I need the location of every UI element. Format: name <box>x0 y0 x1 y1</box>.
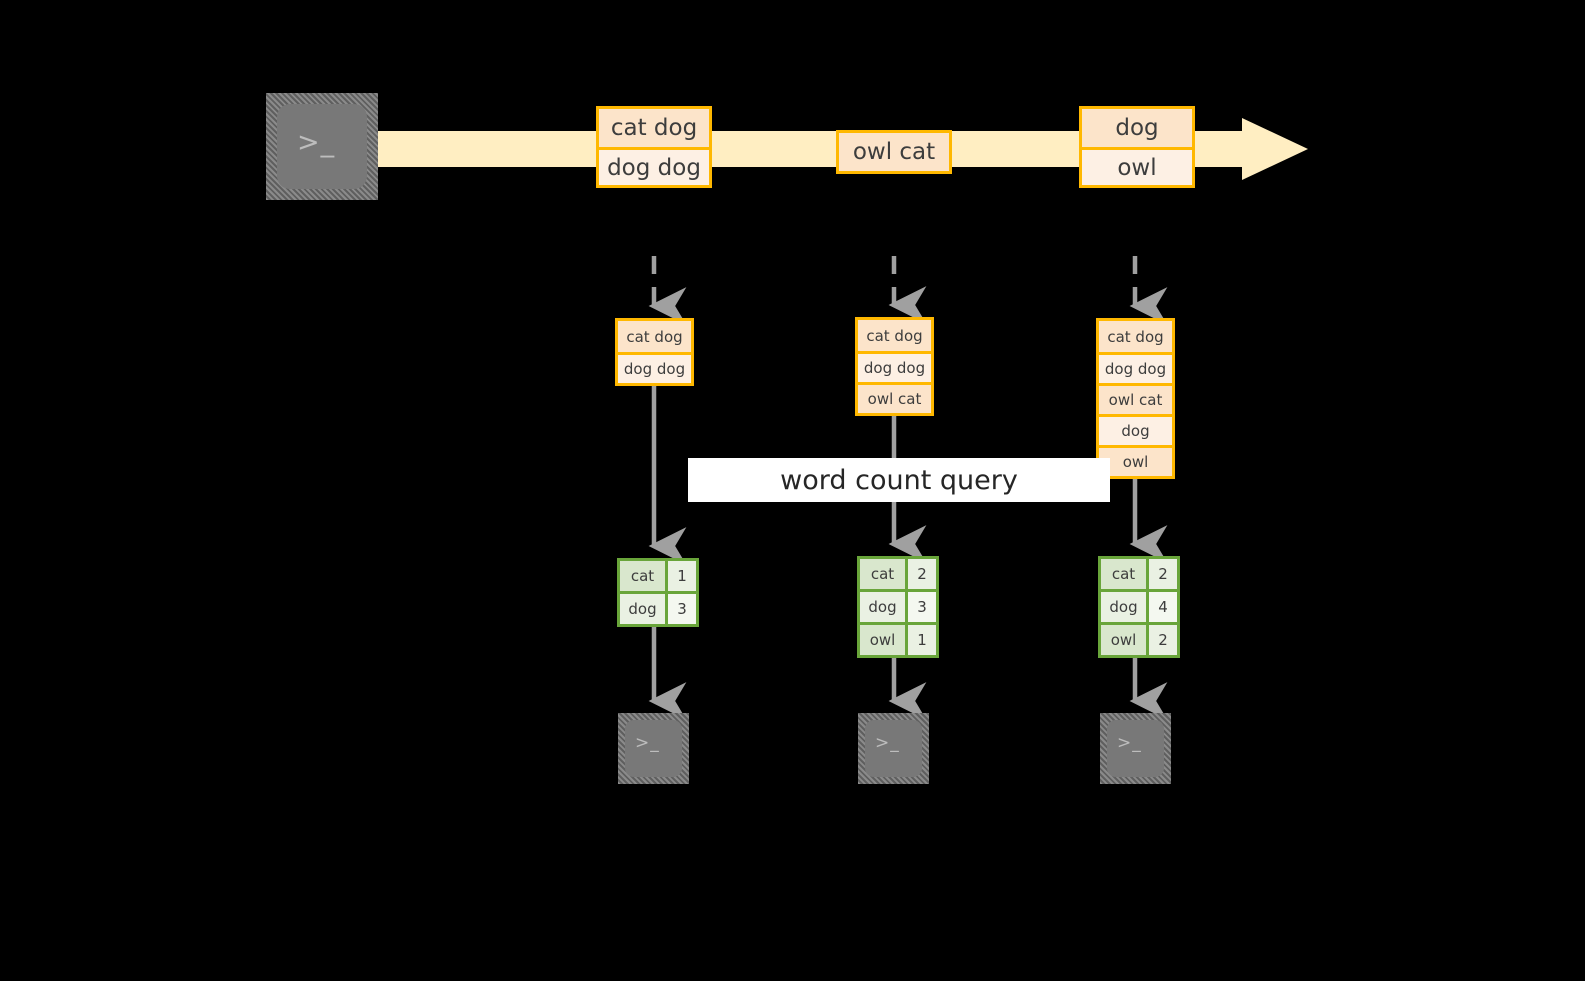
terminal-prompt-glyph: >_ <box>635 733 660 753</box>
result-word: owl <box>1101 625 1149 655</box>
result-word: cat <box>620 561 668 591</box>
terminal-prompt-glyph: >_ <box>875 733 900 753</box>
result-word: cat <box>1101 559 1149 589</box>
table-row: cat 1 <box>620 561 696 591</box>
stack-line: dog dog <box>858 351 931 382</box>
message-line: owl cat <box>839 133 949 171</box>
result-count: 1 <box>908 625 936 655</box>
result-count: 2 <box>1149 625 1177 655</box>
stack-line: owl cat <box>1099 383 1172 414</box>
table-row: dog 3 <box>620 591 696 624</box>
result-count: 2 <box>1149 559 1177 589</box>
query-label-text: word count query <box>780 464 1018 496</box>
result-word: dog <box>1101 592 1149 622</box>
stack-2: cat dog dog dog owl cat <box>855 317 934 416</box>
terminal-prompt-glyph: >_ <box>297 127 336 158</box>
result-word: owl <box>860 625 908 655</box>
source-terminal-icon: >_ <box>266 93 378 200</box>
stack-line: owl <box>1099 445 1172 476</box>
table-row: dog 3 <box>860 589 936 622</box>
table-row: cat 2 <box>1101 559 1177 589</box>
table-row: cat 2 <box>860 559 936 589</box>
result-table-3: cat 2 dog 4 owl 2 <box>1098 556 1180 658</box>
stack-line: cat dog <box>1099 321 1172 352</box>
sink-terminal-icon-3: >_ <box>1100 713 1171 784</box>
sink-terminal-icon-2: >_ <box>858 713 929 784</box>
stream-arrowhead-icon <box>1242 118 1308 180</box>
stack-line: dog dog <box>618 352 691 383</box>
terminal-screen <box>865 720 922 777</box>
result-table-2: cat 2 dog 3 owl 1 <box>857 556 939 658</box>
result-table-1: cat 1 dog 3 <box>617 558 699 627</box>
stack-line: cat dog <box>858 320 931 351</box>
message-line: owl <box>1082 147 1192 185</box>
stack-line: dog dog <box>1099 352 1172 383</box>
table-row: dog 4 <box>1101 589 1177 622</box>
result-count: 3 <box>668 594 696 624</box>
terminal-prompt-glyph: >_ <box>1117 733 1142 753</box>
stack-3: cat dog dog dog owl cat dog owl <box>1096 318 1175 479</box>
result-word: dog <box>620 594 668 624</box>
result-count: 2 <box>908 559 936 589</box>
stream-message-2: owl cat <box>836 130 952 174</box>
result-count: 4 <box>1149 592 1177 622</box>
stack-line: cat dog <box>618 321 691 352</box>
stack-line: owl cat <box>858 382 931 413</box>
sink-terminal-icon-1: >_ <box>618 713 689 784</box>
table-row: owl 1 <box>860 622 936 655</box>
message-line: dog <box>1082 109 1192 147</box>
stack-1: cat dog dog dog <box>615 318 694 386</box>
stream-message-1: cat dog dog dog <box>596 106 712 188</box>
result-count: 1 <box>668 561 696 591</box>
result-word: dog <box>860 592 908 622</box>
result-count: 3 <box>908 592 936 622</box>
stack-line: dog <box>1099 414 1172 445</box>
stream-message-3: dog owl <box>1079 106 1195 188</box>
message-line: cat dog <box>599 109 709 147</box>
table-row: owl 2 <box>1101 622 1177 655</box>
terminal-screen <box>1107 720 1164 777</box>
message-line: dog dog <box>599 147 709 185</box>
query-label: word count query <box>688 458 1110 502</box>
terminal-screen <box>625 720 682 777</box>
terminal-screen <box>277 104 367 189</box>
result-word: cat <box>860 559 908 589</box>
